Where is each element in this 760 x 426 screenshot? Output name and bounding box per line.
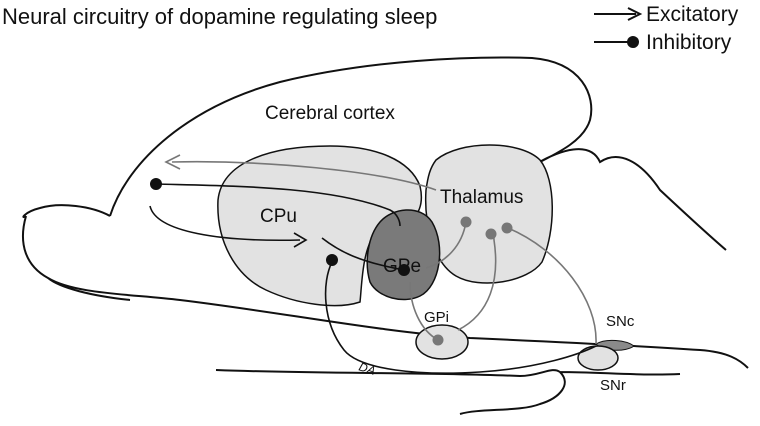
snr-region	[577, 345, 619, 371]
gpi-neuron-dot	[432, 334, 444, 346]
legend-excitatory-label: Excitatory	[646, 3, 739, 26]
gpe-to-thalamus-path	[425, 221, 467, 269]
brainstem-outline	[215, 369, 681, 415]
snr-label: SNr	[600, 377, 626, 394]
legend: Excitatory Inhibitory	[594, 3, 739, 54]
thalamocortical-arrowhead-icon	[164, 154, 181, 170]
thalamus-label: Thalamus	[440, 187, 523, 208]
thalamus-neuron-dot-1	[460, 216, 472, 228]
thalamus-region	[424, 144, 553, 284]
da-pathway-label: DA	[357, 360, 377, 378]
cortex-to-cpu-path	[149, 205, 301, 242]
thalamus-neuron-dot-2	[485, 228, 497, 240]
diagram-title: Neural circuitry of dopamine regulating …	[2, 4, 437, 29]
cpu-label: CPu	[260, 206, 297, 227]
cortex-to-gpe-path	[155, 183, 401, 227]
thalamus-neuron-dot-3	[501, 222, 513, 234]
olfactory-bulb-outline	[22, 204, 111, 218]
cortex-to-cpu-arrowhead-icon	[293, 232, 308, 248]
inhibitory-dot-icon	[627, 36, 639, 48]
gpe-region	[366, 209, 441, 301]
cortex-neuron-dot	[150, 178, 162, 190]
cpu-neuron-dot	[326, 254, 338, 266]
snc-label: SNc	[606, 313, 635, 330]
brain-outline	[22, 56, 749, 369]
cerebral-cortex-label: Cerebral cortex	[265, 103, 395, 124]
snr-to-thalamus-path	[507, 227, 597, 345]
gpe-to-gpi-path	[409, 281, 439, 341]
gpi-label: GPi	[424, 309, 449, 326]
thalamocortical-path	[171, 160, 437, 191]
arrowhead-icon	[627, 7, 643, 21]
legend-inhibitory-label: Inhibitory	[646, 31, 732, 54]
cpu-to-gpe-path	[321, 237, 405, 271]
dopamine-pathway	[324, 261, 597, 374]
gpe-neuron-dot	[398, 264, 410, 276]
